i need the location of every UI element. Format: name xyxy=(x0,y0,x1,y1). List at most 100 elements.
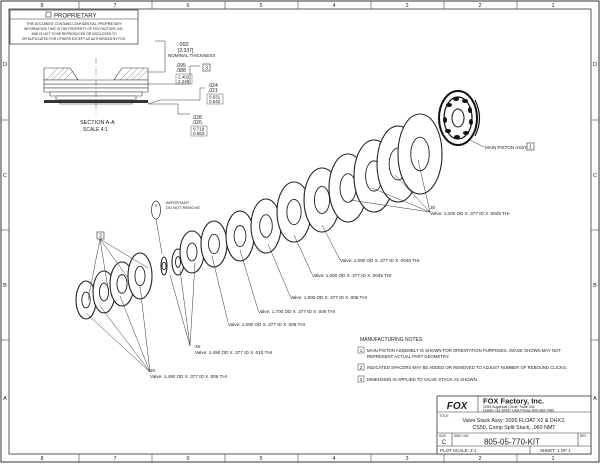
col-label: 1 xyxy=(551,3,554,9)
col-label: 7 xyxy=(113,3,116,9)
balloon-2-label: 2 xyxy=(99,234,102,240)
valve-shim-bore xyxy=(233,225,247,247)
note-num: 2 xyxy=(360,365,363,370)
col-label: 3 xyxy=(405,3,408,9)
proprietary-line: OR DUPLICATED FOR OTHERS EXCEPT AS AUTHO… xyxy=(22,37,126,41)
dwg-label: DWG. NO. xyxy=(454,434,469,438)
valve-shim-bore xyxy=(186,242,198,262)
valve-shim-bore xyxy=(259,214,273,238)
dim-f2-mm: 0.653 xyxy=(193,131,205,136)
important-line: IMPORTANT xyxy=(166,200,190,205)
dim-nominal: .092 xyxy=(178,42,189,48)
row-label: A xyxy=(3,396,7,402)
drawing-title: Valve Stack Assy: 2026 FLOAT X2 & DHX2, xyxy=(462,418,565,424)
callout-text: Valve: 1.490 OD X .377 ID X .006 THI xyxy=(150,374,227,379)
notes-title: MANUFACTURING NOTES: xyxy=(360,337,424,343)
balloon-1 xyxy=(526,142,535,151)
valve-stack xyxy=(75,113,443,320)
inner-frame xyxy=(8,8,592,455)
balloon-2 xyxy=(96,231,105,240)
company-name: FOX Factory, Inc. xyxy=(483,397,544,406)
col-label: 6 xyxy=(186,456,189,462)
col-label: 4 xyxy=(332,3,335,9)
main-piston: MAIN PISTON ASSY 1 xyxy=(438,90,535,151)
row-label: C xyxy=(593,173,597,179)
valve-shim-bore xyxy=(116,274,128,294)
callout-qty: 3X xyxy=(195,344,201,349)
dwg-number: 805-05-770-KIT xyxy=(484,438,540,447)
section-label: SECTION A-A xyxy=(80,120,115,126)
size-label: SIZE xyxy=(439,434,446,438)
sheet-count: SHEET: 1 OF 1 xyxy=(540,448,571,453)
col-label: 8 xyxy=(40,3,43,9)
note-balloon xyxy=(357,363,365,371)
note-num: 3 xyxy=(360,377,363,382)
col-label: 1 xyxy=(551,456,554,462)
col-label: 5 xyxy=(259,456,262,462)
valve-shim-bore xyxy=(410,136,430,172)
dim-nominal-label: NOMINAL THICKNESS xyxy=(168,53,215,58)
col-label: 3 xyxy=(405,456,408,462)
note-line: REPRESENT ACTUAL PART GEOMETRY. xyxy=(367,354,449,359)
dim-d1: .095 xyxy=(176,63,186,69)
dim-e2: .021 xyxy=(208,88,218,94)
proprietary-line: THIS DOCUMENT CONTAINS CONFIDENTIAL, PRO… xyxy=(26,22,122,26)
piston-label: MAIN PISTON ASSY xyxy=(485,145,527,150)
note-line: INDICATED SPACERS MAY BE ADDED OR REMOVE… xyxy=(367,365,567,370)
note-num: 1 xyxy=(360,348,363,353)
proprietary-line: AND IS NOT TO BE REPRODUCED OR DISCLOSED… xyxy=(31,32,117,36)
important-line: DO NOT REMOVE xyxy=(166,205,200,210)
callout-text: Valve: 1.600 OD X .377 ID X .006 THI xyxy=(228,322,305,327)
callout-qty: 20 xyxy=(150,368,156,373)
dim-e1-mm: 0.631 xyxy=(209,95,221,100)
col-label: 2 xyxy=(478,3,481,9)
callout-text: Valve: 1.000 OD X .377 ID X .0045 THI xyxy=(312,273,392,278)
row-label: B xyxy=(3,283,7,289)
col-label: 5 xyxy=(259,3,262,9)
valve-shim-bore xyxy=(175,256,181,268)
note-line: MAIN PISTON ASSEMBLY IS SHOWN FOR ORIENT… xyxy=(367,348,561,353)
valve-shim-bore xyxy=(81,291,91,309)
col-label: 7 xyxy=(113,456,116,462)
drawing-title: CS50, Comp Split Stack, .060 NMT xyxy=(472,425,556,431)
balloon-1-label: 1 xyxy=(529,145,532,151)
checkbox-icon xyxy=(45,11,52,18)
col-label: 8 xyxy=(40,456,43,462)
note-balloon xyxy=(357,346,365,354)
stack-shim-dark xyxy=(44,100,148,103)
row-label: D xyxy=(3,62,7,68)
company-address: Duluth, Ga 30097 USA Phone 800-369-7469 xyxy=(483,409,554,413)
zone-labels: 8 7 6 5 4 3 2 1 8 7 6 5 4 3 2 1 D C B A … xyxy=(3,3,597,462)
callout-qty: 30 xyxy=(430,205,436,210)
dim-d2-mm: 2.248 xyxy=(178,79,190,84)
title-label: TITLE xyxy=(439,414,449,418)
dim-nominal-mm: [2.337] xyxy=(178,48,194,54)
dim-f1-mm: 0.718 xyxy=(193,127,205,132)
valve-shim-bore xyxy=(161,261,167,271)
section-view: SECTION A-A SCALE 4:1 .092 [2.337] NOMIN… xyxy=(43,40,224,137)
callout-leaders xyxy=(85,159,431,373)
callouts: 30 Valve: 1.000 OD X .377 ID X .0045 THI… xyxy=(150,205,510,379)
important-balloon-label: 3 xyxy=(155,203,158,208)
col-label: 4 xyxy=(332,456,335,462)
title-block: FOX FOX Factory, Inc. 2055 Sugarloaf Cir… xyxy=(436,395,592,455)
valve-shim-bore xyxy=(98,282,110,302)
callout-text: Valve: 1.800 OD X .377 ID X .006 THI xyxy=(290,295,367,300)
row-label: A xyxy=(593,396,597,402)
manufacturing-notes: MANUFACTURING NOTES: 1 MAIN PISTON ASSEM… xyxy=(357,337,567,383)
balloon-3 xyxy=(202,63,211,72)
col-label: 6 xyxy=(186,3,189,9)
balloon-3-label: 3 xyxy=(205,66,208,72)
dim-e2-mm: 0.542 xyxy=(209,99,221,104)
row-label: C xyxy=(3,173,7,179)
callout-text: Valve: 1.490 OD X .377 ID X .010 THI xyxy=(195,350,272,355)
row-label: D xyxy=(593,62,597,68)
callout-text: Valve: 1.700 OD X .377 ID X .006 THI xyxy=(258,309,335,314)
company-address: 2055 Sugarloaf Circle, Suite 300 xyxy=(483,405,535,409)
proprietary-box: PROPRIETARY THIS DOCUMENT CONTAINS CONFI… xyxy=(9,9,139,45)
important-note: 3 IMPORTANT DO NOT REMOVE xyxy=(151,200,200,255)
callout-text: Valve: 1.000 OD X .377 ID X .0045 THI xyxy=(340,258,420,263)
